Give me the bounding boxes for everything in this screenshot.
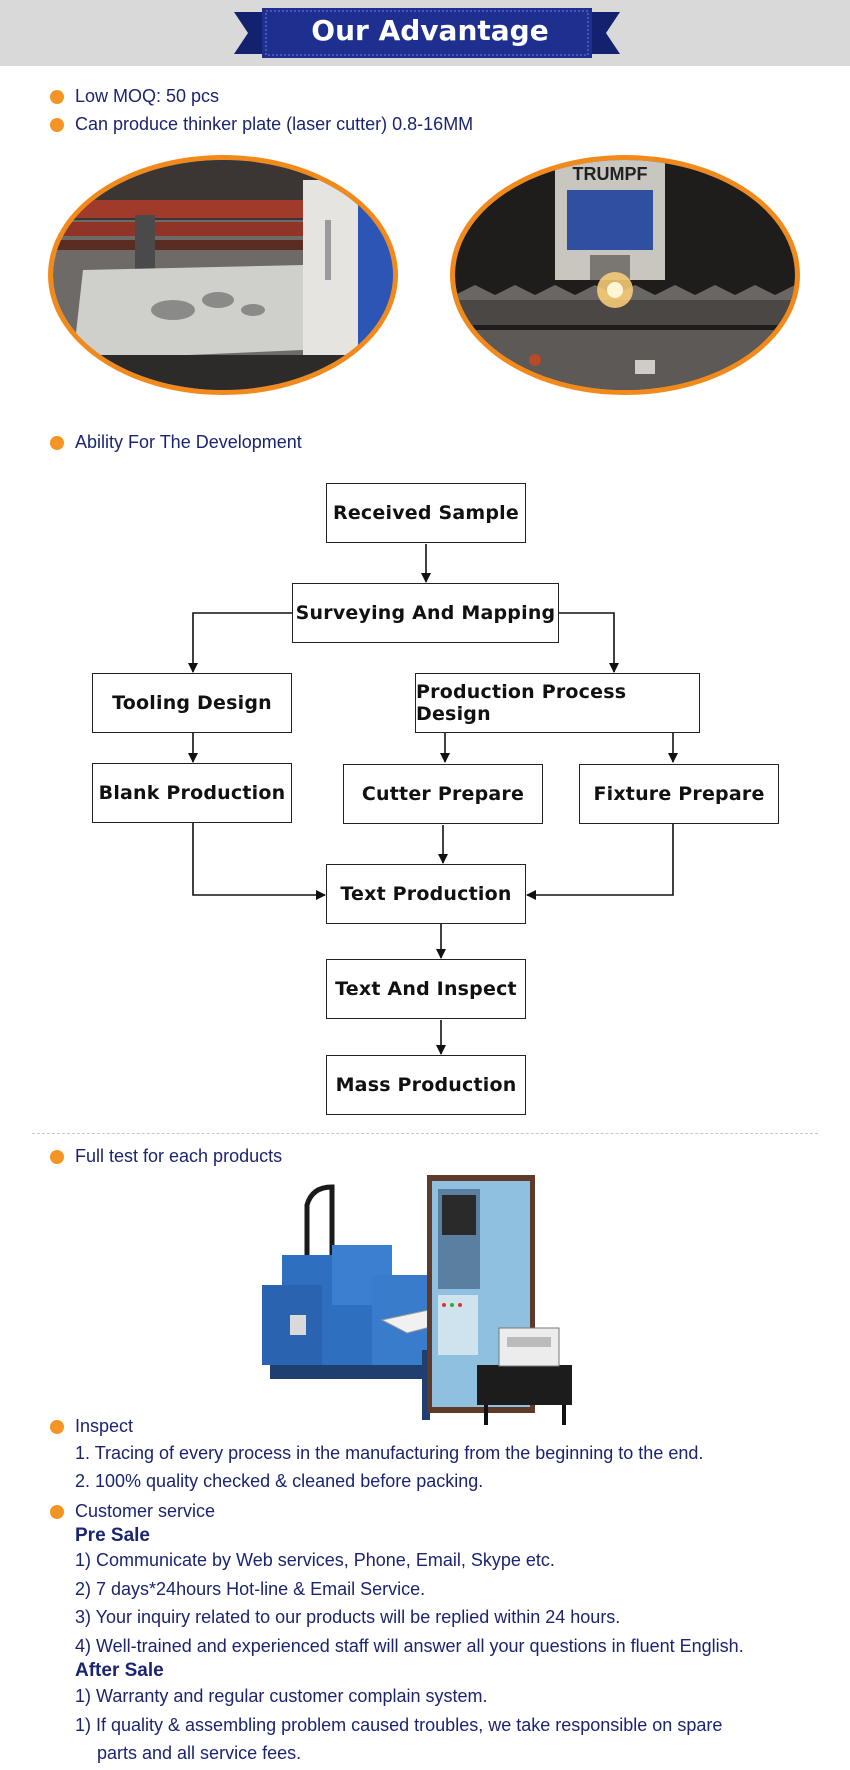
inspect-line-1: 1. Tracing of every process in the manuf… bbox=[75, 1443, 704, 1463]
flow-text-and-inspect: Text And Inspect bbox=[326, 959, 526, 1019]
bullet-dot-icon bbox=[50, 1504, 64, 1519]
pre-sale-item: 2) 7 days*24hours Hot-line & Email Servi… bbox=[75, 1579, 426, 1599]
trumpf-brand-text: TRUMPF bbox=[573, 164, 648, 184]
after-sale-item: 1) Warranty and regular customer complai… bbox=[75, 1686, 488, 1706]
bullet-dot-icon bbox=[50, 1419, 64, 1434]
bullet-inspect: Inspect bbox=[50, 1416, 133, 1437]
bullet-full-test-text: Full test for each products bbox=[75, 1146, 283, 1166]
ribbon-banner bbox=[234, 8, 620, 58]
flow-received-sample: Received Sample bbox=[326, 483, 526, 543]
page-title: Our Advantage bbox=[311, 14, 549, 47]
inspect-line-2: 2. 100% quality checked & cleaned before… bbox=[75, 1471, 484, 1491]
after-sale-item: 1) If quality & assembling problem cause… bbox=[75, 1715, 723, 1735]
pre-sale-item: 3) Your inquiry related to our products … bbox=[75, 1607, 621, 1627]
flow-fixture-prepare: Fixture Prepare bbox=[579, 764, 779, 824]
bullet-moq: Low MOQ: 50 pcs bbox=[50, 86, 219, 107]
test-machine-image bbox=[262, 1175, 572, 1425]
bullet-plate-text: Can produce thinker plate (laser cutter)… bbox=[75, 114, 474, 134]
laser-cutter-photo-left bbox=[48, 155, 398, 395]
section-divider bbox=[32, 1133, 818, 1134]
flow-mass-production: Mass Production bbox=[326, 1055, 526, 1115]
bullet-dot-icon bbox=[50, 1149, 64, 1164]
bullet-dot-icon bbox=[50, 89, 64, 104]
bullet-moq-text: Low MOQ: 50 pcs bbox=[75, 86, 220, 106]
flowchart-connectors bbox=[188, 544, 678, 1055]
bullet-ability-text: Ability For The Development bbox=[75, 432, 302, 452]
flow-text-production: Text Production bbox=[326, 864, 526, 924]
bullet-ability: Ability For The Development bbox=[50, 432, 302, 453]
after-sale-heading: After Sale bbox=[75, 1660, 164, 1681]
bullet-full-test: Full test for each products bbox=[50, 1146, 282, 1167]
pre-sale-heading: Pre Sale bbox=[75, 1525, 150, 1546]
flow-production-process-design: Production Process Design bbox=[415, 673, 700, 733]
bullet-dot-icon bbox=[50, 435, 64, 450]
flow-surveying-mapping: Surveying And Mapping bbox=[292, 583, 559, 643]
after-sale-item: parts and all service fees. bbox=[97, 1743, 302, 1763]
flow-cutter-prepare: Cutter Prepare bbox=[343, 764, 543, 824]
bullet-customer-service-text: Customer service bbox=[75, 1501, 216, 1521]
laser-cutter-photo-right: TRUMPF bbox=[450, 155, 800, 395]
bullet-customer-service: Customer service bbox=[50, 1501, 215, 1522]
bullet-dot-icon bbox=[50, 117, 64, 132]
pre-sale-item: 4) Well-trained and experienced staff wi… bbox=[75, 1636, 744, 1656]
flow-blank-production: Blank Production bbox=[92, 763, 292, 823]
flow-tooling-design: Tooling Design bbox=[92, 673, 292, 733]
bullet-plate: Can produce thinker plate (laser cutter)… bbox=[50, 114, 473, 135]
pre-sale-item: 1) Communicate by Web services, Phone, E… bbox=[75, 1550, 555, 1570]
bullet-inspect-text: Inspect bbox=[75, 1416, 134, 1436]
